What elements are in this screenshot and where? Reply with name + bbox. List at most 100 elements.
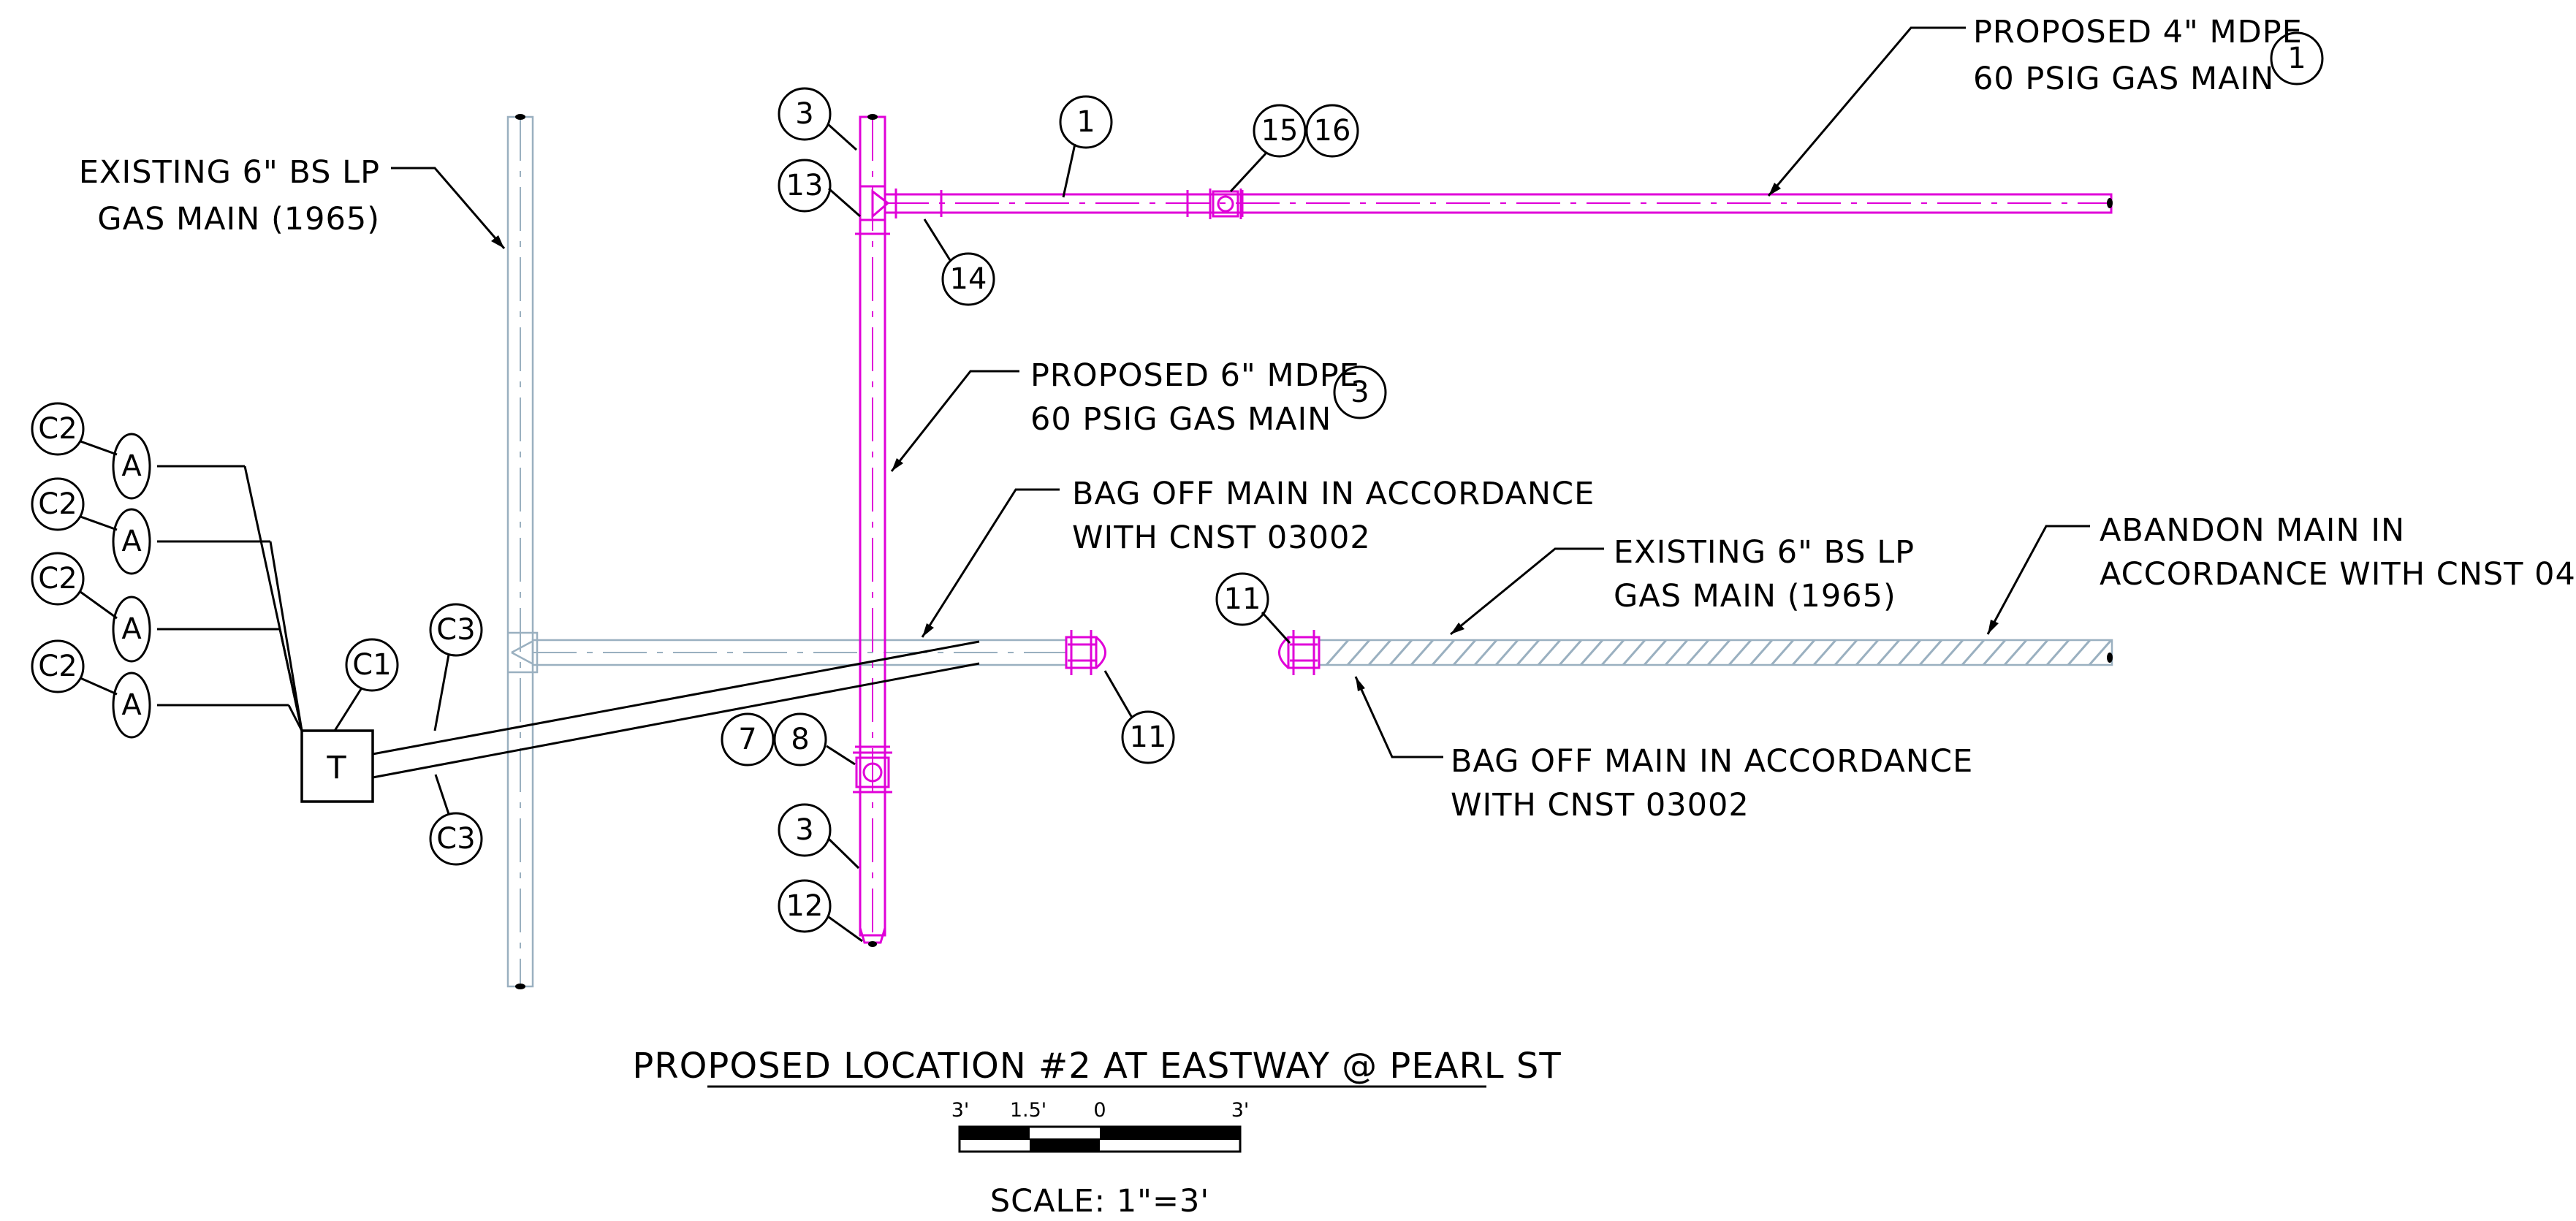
abandon-hatch-mark	[1897, 639, 1922, 666]
bubble-3-upper: 3	[778, 87, 832, 141]
callout-proposed-4in: PROPOSED 4" MDPE 60 PSIG GAS MAIN	[1973, 14, 2303, 97]
anode-a-1: A	[112, 433, 151, 500]
drawing-title: PROPOSED LOCATION #2 AT EASTWAY @ PEARL …	[632, 1046, 1561, 1088]
svg-text:BAG OFF MAIN IN ACCORDANCE: BAG OFF MAIN IN ACCORDANCE	[1072, 476, 1595, 512]
abandon-hatch-mark	[1388, 639, 1413, 666]
svg-text:1.5': 1.5'	[1010, 1099, 1046, 1122]
bubble-7: 7	[721, 712, 775, 767]
svg-text:60 PSIG GAS MAIN: 60 PSIG GAS MAIN	[1030, 401, 1331, 438]
existing-horizontal-main-left	[508, 631, 1068, 674]
svg-text:PROPOSED 6" MDPE: PROPOSED 6" MDPE	[1030, 357, 1360, 394]
existing-vertical-main	[506, 114, 534, 989]
end-cap-11-right	[1278, 630, 1321, 675]
svg-text:C2: C2	[38, 412, 77, 446]
bubble-13: 13	[778, 159, 832, 213]
valve-15-16	[1209, 189, 1242, 219]
svg-text:C3: C3	[436, 613, 475, 647]
abandon-hatch-mark	[1600, 639, 1625, 666]
abandon-hatch-mark	[1749, 639, 1774, 666]
svg-text:PROPOSED 4" MDPE: PROPOSED 4" MDPE	[1973, 14, 2303, 50]
svg-text:A: A	[121, 688, 142, 722]
callout-existing-main-left: EXISTING 6" BS LP GAS MAIN (1965)	[79, 154, 380, 237]
abandon-hatch-mark	[1770, 639, 1795, 666]
bubble-c3-lower: C3	[429, 812, 483, 866]
svg-text:ABANDON MAIN IN: ABANDON MAIN IN	[2100, 512, 2405, 549]
svg-text:12: 12	[786, 889, 824, 923]
valve-7-8	[853, 751, 892, 794]
abandon-hatch-mark	[1558, 639, 1583, 666]
bubble-c3-upper: C3	[429, 603, 483, 657]
scale-text: SCALE: 1"=3'	[990, 1183, 1209, 1220]
svg-text:3': 3'	[1231, 1099, 1250, 1122]
abandon-hatch-mark	[1812, 639, 1837, 666]
test-station-label: T	[326, 750, 346, 786]
bubble-11-left: 11	[1121, 710, 1175, 764]
svg-text:PROPOSED LOCATION #2 AT EASTWA: PROPOSED LOCATION #2 AT EASTWAY @ PEARL …	[632, 1046, 1561, 1087]
abandon-hatch-mark	[1834, 639, 1858, 666]
abandon-hatch-mark	[1918, 639, 1943, 666]
bubble-c2-1: C2	[31, 402, 85, 456]
bubble-c2-4: C2	[31, 639, 85, 693]
svg-text:15: 15	[1261, 114, 1299, 148]
svg-text:0: 0	[1093, 1099, 1106, 1122]
abandon-hatch-mark	[2003, 639, 2028, 666]
svg-text:60 PSIG GAS MAIN: 60 PSIG GAS MAIN	[1973, 61, 2274, 97]
bubble-14: 14	[941, 252, 995, 306]
svg-text:WITH CNST 03002: WITH CNST 03002	[1451, 787, 1749, 823]
abandon-hatch-mark	[1537, 639, 1562, 666]
bubble-8: 8	[773, 712, 827, 767]
callout-bag-off-lower: BAG OFF MAIN IN ACCORDANCE WITH CNST 030…	[1451, 743, 1973, 823]
abandon-hatch-mark	[1728, 639, 1752, 666]
bubble-c1: C1	[345, 638, 399, 692]
abandon-hatch-mark	[1494, 639, 1519, 666]
abandon-hatch-mark	[1982, 639, 2007, 666]
abandon-hatch-mark	[1876, 639, 1901, 666]
svg-text:GAS MAIN (1965): GAS MAIN (1965)	[97, 201, 380, 237]
abandon-hatch-mark	[2088, 639, 2113, 666]
leaders	[80, 26, 2090, 943]
svg-text:EXISTING 6" BS LP: EXISTING 6" BS LP	[1614, 534, 1915, 571]
svg-text:11: 11	[1224, 582, 1261, 616]
svg-text:1: 1	[2287, 42, 2306, 75]
abandon-hatch-mark	[1325, 639, 1350, 666]
svg-text:C2: C2	[38, 650, 77, 683]
abandon-hatch-mark	[1643, 639, 1668, 666]
abandon-hatch-mark	[2067, 639, 2091, 666]
end-cap-11-left	[1065, 630, 1106, 675]
abandon-hatch-mark	[1622, 639, 1646, 666]
svg-text:GAS MAIN (1965): GAS MAIN (1965)	[1614, 578, 1896, 615]
abandon-hatch-mark	[1939, 639, 1964, 666]
abandon-hatch-mark	[1410, 639, 1435, 666]
anode-a-3: A	[112, 596, 151, 663]
svg-text:7: 7	[738, 723, 756, 756]
anode-a-2: A	[112, 508, 151, 575]
abandon-hatch-mark	[2024, 639, 2049, 666]
svg-text:BAG OFF MAIN IN ACCORDANCE: BAG OFF MAIN IN ACCORDANCE	[1451, 743, 1973, 780]
proposed-4in-horizontal-main	[884, 189, 2113, 218]
svg-text:C1: C1	[352, 648, 391, 682]
svg-text:3: 3	[795, 97, 813, 131]
test-lead-wires	[157, 465, 980, 779]
callout-existing-main-right: EXISTING 6" BS LP GAS MAIN (1965)	[1614, 534, 1915, 615]
svg-text:ACCORDANCE WITH CNST 04011: ACCORDANCE WITH CNST 04011	[2100, 556, 2576, 593]
svg-text:C2: C2	[38, 487, 77, 521]
svg-text:3': 3'	[951, 1099, 970, 1122]
svg-text:14: 14	[950, 262, 987, 296]
svg-text:16: 16	[1314, 114, 1351, 148]
reducing-tee-fitting	[859, 185, 890, 221]
abandon-hatch-mark	[1664, 639, 1689, 666]
svg-text:WITH CNST 03002: WITH CNST 03002	[1072, 520, 1371, 556]
svg-text:1: 1	[1076, 105, 1095, 139]
abandon-hatch-mark	[2045, 639, 2070, 666]
abandon-hatch-mark	[1855, 639, 1880, 666]
abandon-hatch-mark	[1685, 639, 1710, 666]
bubble-1-pipe: 1	[1059, 95, 1113, 149]
svg-text:EXISTING 6" BS LP: EXISTING 6" BS LP	[79, 154, 380, 191]
bubble-1-top: 1	[2270, 31, 2324, 85]
test-station: T	[300, 729, 374, 803]
svg-text:8: 8	[791, 723, 809, 756]
abandon-hatch-mark	[1791, 639, 1816, 666]
abandon-hatch-mark	[1367, 639, 1392, 666]
svg-text:C3: C3	[436, 822, 475, 856]
